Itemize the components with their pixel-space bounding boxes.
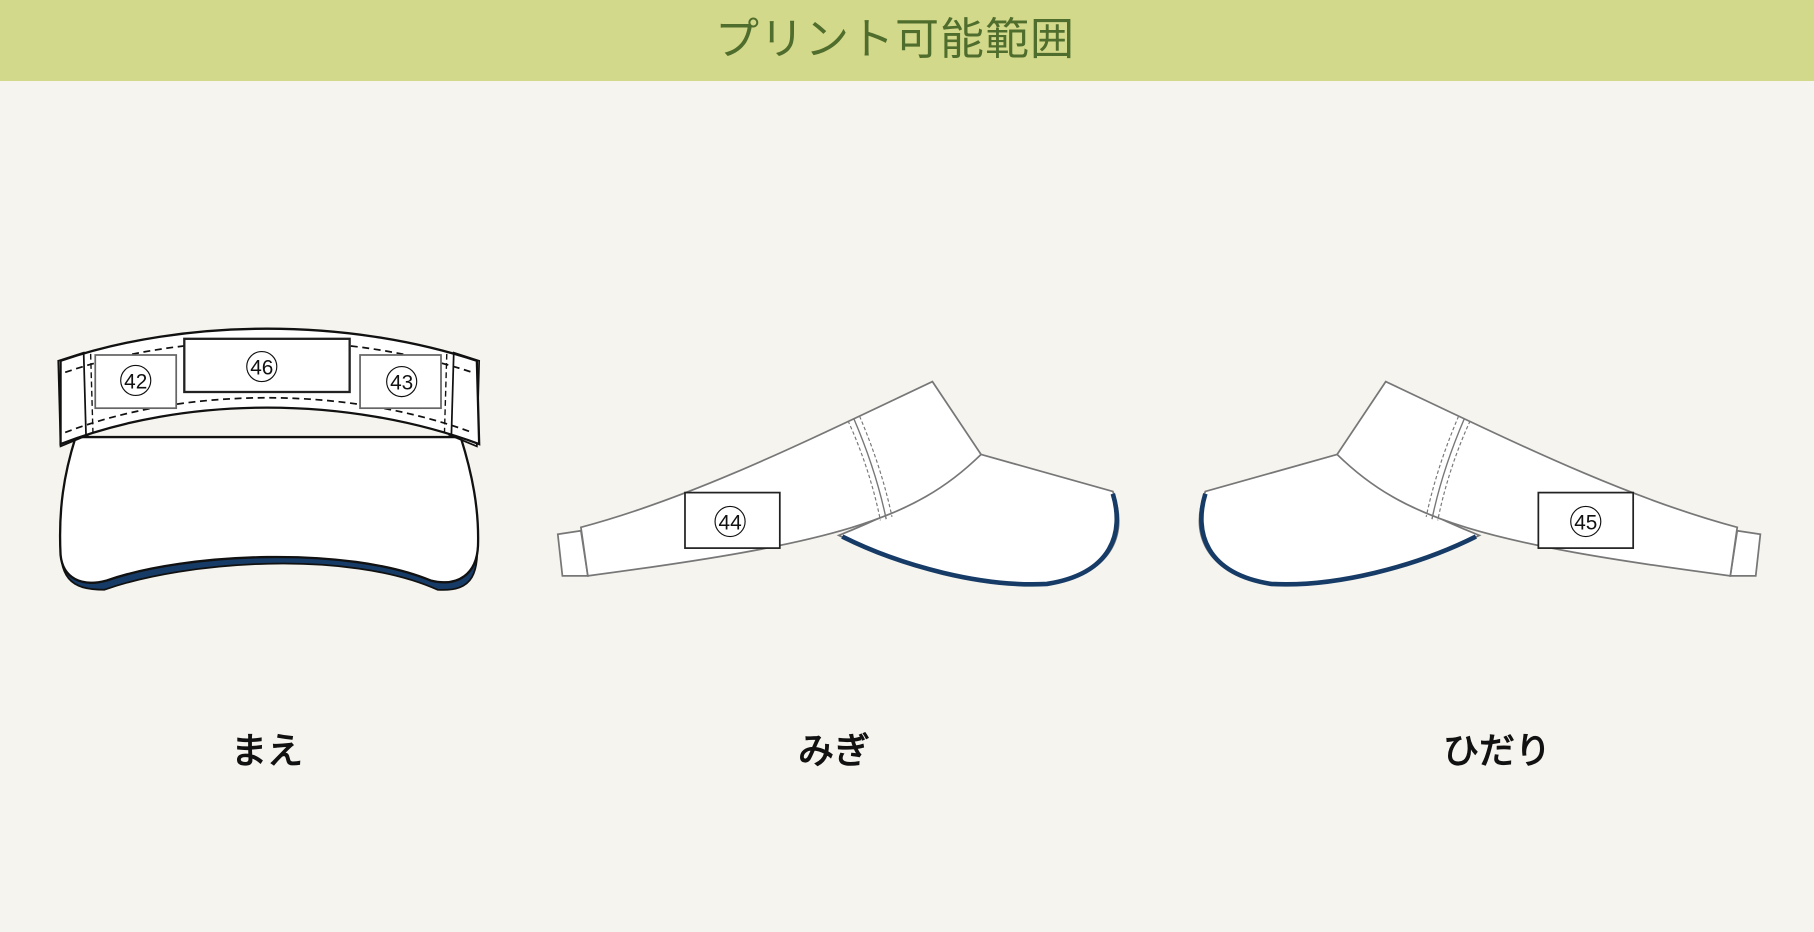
right-view-illustration: 44	[556, 380, 1120, 587]
print-area-45: 45	[1537, 491, 1635, 549]
front-view-illustration: 42 46 43	[57, 327, 481, 591]
left-view-illustration: 45	[1198, 380, 1762, 587]
view-label-right: みぎ	[797, 731, 870, 772]
print-area-42: 42	[94, 354, 178, 410]
svg-text:42: 42	[124, 371, 147, 394]
print-area-46: 46	[183, 337, 351, 394]
page-title: プリント可能範囲	[715, 14, 1075, 65]
svg-text:45: 45	[1574, 512, 1597, 535]
svg-text:44: 44	[719, 512, 742, 535]
svg-text:46: 46	[250, 357, 273, 380]
view-label-left: ひだり	[1442, 731, 1551, 772]
view-label-front: まえ	[230, 731, 303, 772]
header-bar: プリント可能範囲	[0, 0, 1814, 81]
print-area-43: 43	[359, 354, 442, 410]
svg-text:43: 43	[390, 372, 413, 395]
print-area-44: 44	[684, 491, 781, 549]
